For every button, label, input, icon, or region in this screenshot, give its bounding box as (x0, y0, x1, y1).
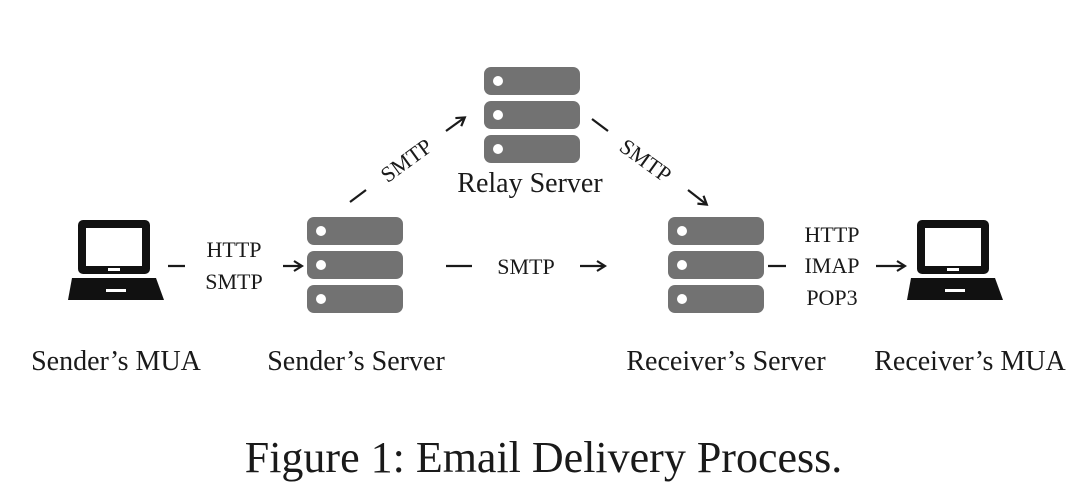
email-delivery-diagram: HTTP SMTP SMTP SMTP SMTP HTTP IMAP POP3 … (31, 67, 1067, 377)
relay-server-icon (484, 67, 580, 163)
sender-server-label: Sender’s Server (267, 346, 445, 377)
receiver-mua-label: Receiver’s MUA (874, 346, 1066, 377)
edge-relay-receiver-label: SMTP (615, 133, 676, 187)
sender-mua-laptop-icon (68, 220, 164, 300)
receiver-server-label: Receiver’s Server (626, 346, 826, 377)
receiver-mua-laptop-icon (907, 220, 1003, 300)
sender-mua-label: Sender’s MUA (31, 346, 202, 377)
receiver-server-icon (668, 217, 764, 313)
edge-sender-relay-arrow (445, 118, 464, 132)
edge-receiver-mua-label-2: IMAP (804, 253, 859, 278)
edge-sender-receiver-label: SMTP (497, 254, 554, 279)
sender-server-icon (307, 217, 403, 313)
figure-caption: Figure 1: Email Delivery Process. (244, 433, 843, 482)
edge-sender-relay-label: SMTP (376, 133, 437, 187)
edge-mua-sender-label-2: SMTP (205, 269, 262, 294)
edge-mua-sender-label-1: HTTP (207, 237, 262, 262)
edge-relay-receiver-dash (591, 118, 609, 132)
edge-receiver-mua-label-1: HTTP (805, 222, 860, 247)
edge-relay-receiver-arrow (687, 189, 706, 204)
edge-receiver-mua-label-3: POP3 (806, 285, 857, 310)
edge-sender-relay-dash (349, 189, 367, 203)
relay-server-label: Relay Server (457, 168, 603, 199)
